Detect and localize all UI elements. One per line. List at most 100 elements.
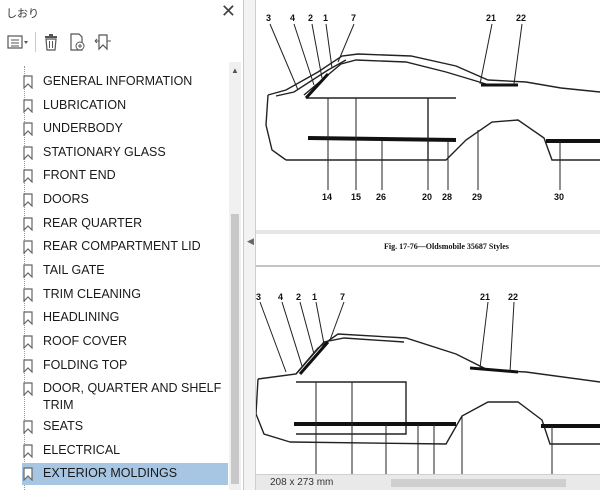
callout-label: 21 — [486, 13, 496, 23]
bookmark-item[interactable]: SEATS — [22, 418, 228, 435]
car-diagram-2: Fig. 17-76—Oldsmobile 35687 Styles — [256, 242, 600, 474]
bookmark-item[interactable]: ELECTRICAL — [22, 442, 228, 459]
bookmark-icon — [23, 359, 33, 373]
bookmark-label: STATIONARY GLASS — [43, 145, 166, 159]
document-page-lower: Fig. 17-76—Oldsmobile 35687 Styles — [256, 234, 600, 474]
bookmark-icon — [23, 169, 33, 183]
close-panel-button[interactable]: ✕ — [220, 1, 236, 21]
bookmark-item[interactable]: LUBRICATION — [22, 97, 228, 114]
bookmark-label: UNDERBODY — [43, 121, 123, 135]
bookmark-label: HEADLINING — [43, 310, 120, 324]
bookmark-icon — [23, 467, 33, 481]
bookmark-item[interactable]: DOORS — [22, 191, 228, 208]
bookmark-item[interactable]: ROOF COVER — [22, 333, 228, 350]
bookmark-item-selected[interactable]: EXTERIOR MOLDINGS — [22, 463, 228, 485]
callout-label: 4 — [290, 13, 295, 23]
bookmark-icon — [23, 420, 33, 434]
panel-header: しおり ✕ — [0, 0, 244, 24]
scroll-up-icon[interactable]: ▲ — [231, 66, 239, 75]
callout-label: 3 — [266, 13, 271, 23]
callout-label: 1 — [312, 292, 317, 302]
callout-label: 4 — [278, 292, 283, 302]
bookmark-item[interactable]: REAR COMPARTMENT LID — [22, 238, 228, 255]
bookmark-icon — [23, 264, 33, 278]
bookmark-item[interactable]: DOOR, QUARTER AND SHELF TRIM — [22, 380, 228, 414]
bookmark-list: GENERAL INFORMATION LUBRICATION UNDERBOD… — [0, 66, 228, 490]
delete-bookmark-button[interactable] — [40, 30, 62, 54]
callout-label: 7 — [340, 292, 345, 302]
bookmark-item[interactable]: TRIM CLEANING — [22, 286, 228, 303]
bookmark-label: DOORS — [43, 192, 89, 206]
scrollbar-thumb[interactable] — [231, 214, 239, 484]
bookmark-icon — [23, 240, 33, 254]
bookmark-label: REAR COMPARTMENT LID — [43, 239, 201, 253]
bookmark-label: LUBRICATION — [43, 98, 127, 112]
bookmark-label: DOOR, QUARTER AND SHELF TRIM — [43, 381, 222, 412]
new-bookmark-icon — [70, 33, 85, 51]
bookmark-icon — [23, 217, 33, 231]
tree-guide-line — [24, 66, 25, 490]
bookmark-icon — [23, 382, 33, 396]
callout-label: 1 — [323, 13, 328, 23]
bookmark-icon — [23, 335, 33, 349]
bookmark-toolbar — [0, 28, 244, 58]
callout-label: 26 — [376, 192, 386, 202]
bookmark-item[interactable]: HEADLINING — [22, 309, 228, 326]
bookmark-label: REAR QUARTER — [43, 216, 143, 230]
callout-label: 2 — [296, 292, 301, 302]
bookmark-label: ROOF COVER — [43, 334, 128, 348]
callout-label: 22 — [508, 292, 518, 302]
callout-label: 3 — [256, 292, 261, 302]
bookmark-label: ELECTRICAL — [43, 443, 121, 457]
figure-caption: Fig. 17-76—Oldsmobile 35687 Styles — [384, 242, 509, 251]
toolbar-separator — [35, 32, 36, 52]
bookmark-item[interactable]: TAIL GATE — [22, 262, 228, 279]
panel-title: しおり — [6, 8, 39, 20]
callout-label: 22 — [516, 13, 526, 23]
status-bar: 208 x 273 mm — [256, 474, 600, 490]
bookmark-icon — [23, 75, 33, 89]
callout-label: 7 — [351, 13, 356, 23]
bookmark-icon — [23, 444, 33, 458]
bookmark-label: TRIM CLEANING — [43, 287, 141, 301]
bookmark-label: GENERAL INFORMATION — [43, 74, 193, 88]
bookmarks-panel: しおり ✕ — [0, 0, 244, 490]
callout-label: 14 — [322, 192, 332, 202]
options-menu-button[interactable] — [6, 30, 32, 54]
bookmark-scrollbar[interactable]: ▲ — [229, 62, 241, 490]
options-menu-icon — [7, 35, 28, 49]
callout-label: 29 — [472, 192, 482, 202]
bookmark-label: EXTERIOR MOLDINGS — [43, 466, 178, 480]
callout-label: 15 — [351, 192, 361, 202]
bookmark-icon — [23, 311, 33, 325]
panel-splitter[interactable]: ◀ — [244, 0, 256, 490]
bookmark-item[interactable]: GENERAL INFORMATION — [22, 73, 228, 90]
bookmark-label: FOLDING TOP — [43, 358, 128, 372]
bookmark-item[interactable]: REAR QUARTER — [22, 215, 228, 232]
page-dimensions: 208 x 273 mm — [270, 477, 334, 488]
bookmark-item[interactable]: FOLDING TOP — [22, 357, 228, 374]
bookmark-icon — [23, 288, 33, 302]
bookmark-item[interactable]: UNDERBODY — [22, 120, 228, 137]
document-page-upper: 3 4 2 1 7 21 22 14 15 26 20 28 29 30 — [256, 0, 600, 230]
bookmark-icon — [23, 193, 33, 207]
callout-label: 28 — [442, 192, 452, 202]
bookmark-from-selection-icon — [94, 34, 111, 51]
horizontal-scrollbar[interactable] — [391, 479, 566, 487]
callout-label: 20 — [422, 192, 432, 202]
bookmark-label: FRONT END — [43, 168, 116, 182]
callout-label: 30 — [554, 192, 564, 202]
bookmark-from-selection-button[interactable] — [92, 30, 114, 54]
bookmark-item[interactable]: STATIONARY GLASS — [22, 144, 228, 161]
bookmark-icon — [23, 146, 33, 160]
document-view[interactable]: 3 4 2 1 7 21 22 14 15 26 20 28 29 30 Fig… — [256, 0, 600, 490]
bookmark-label: SEATS — [43, 419, 84, 433]
new-bookmark-button[interactable] — [66, 30, 88, 54]
collapse-panel-icon[interactable]: ◀ — [247, 236, 254, 246]
car-diagram-1: 3 4 2 1 7 21 22 14 15 26 20 28 29 30 — [265, 13, 600, 202]
bookmark-label: TAIL GATE — [43, 263, 105, 277]
bookmark-icon — [23, 122, 33, 136]
delete-bookmark-icon — [45, 34, 57, 51]
callout-label: 21 — [480, 292, 490, 302]
bookmark-item[interactable]: FRONT END — [22, 167, 228, 184]
